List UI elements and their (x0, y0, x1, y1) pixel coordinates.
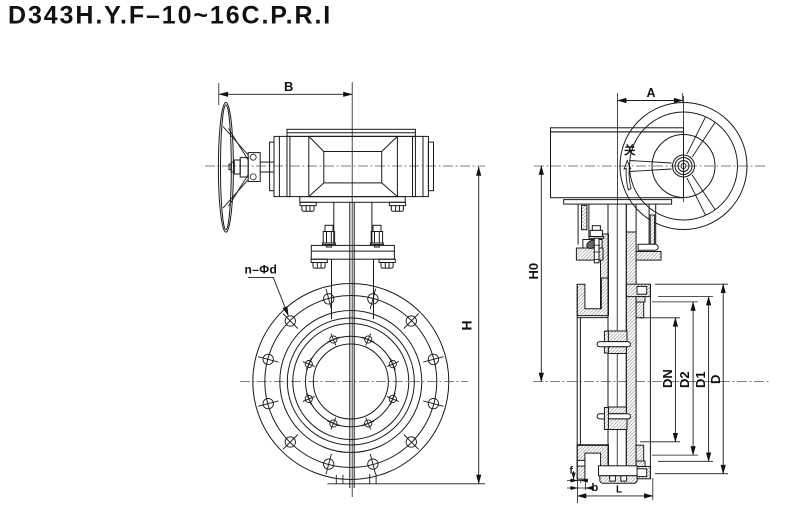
svg-text:D1: D1 (693, 371, 708, 388)
svg-text:b: b (592, 482, 599, 494)
svg-text:H: H (459, 320, 475, 330)
svg-text:关: 关 (624, 143, 636, 157)
svg-text:B: B (284, 79, 293, 94)
svg-text:f: f (570, 466, 574, 477)
svg-text:n–Φd: n–Φd (245, 263, 278, 277)
svg-text:D2: D2 (677, 371, 692, 388)
svg-text:L: L (616, 485, 622, 496)
svg-text:A: A (647, 86, 656, 100)
svg-text:D343H.Y.F–10~16C.P.R.I: D343H.Y.F–10~16C.P.R.I (8, 2, 332, 30)
svg-text:DN: DN (660, 369, 675, 388)
svg-text:H0: H0 (526, 263, 541, 280)
svg-text:D: D (708, 375, 723, 384)
